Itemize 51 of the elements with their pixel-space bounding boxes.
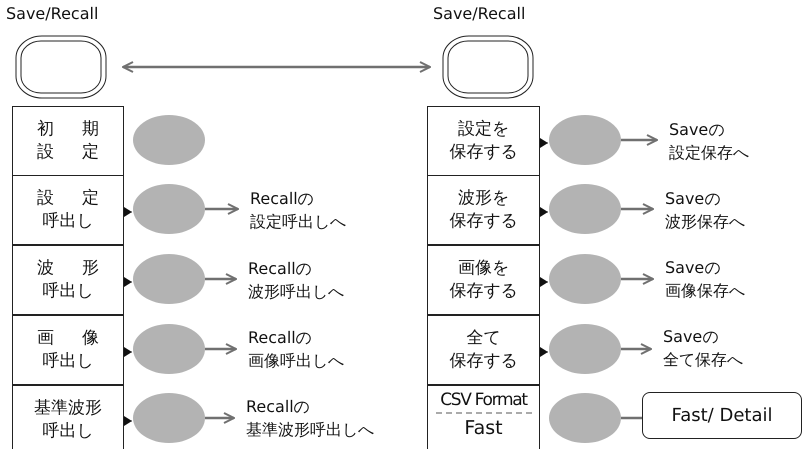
submenu-arrow [124,347,132,357]
menu-label: 画像呼出し [37,327,99,373]
menu-target-text: Recallの基準波形呼出しへ [246,395,416,441]
menu-target-text: Saveの画像保存へ [665,256,795,302]
option-box [642,392,802,439]
arrow [621,273,654,285]
submenu-arrow [124,207,132,217]
arrow [122,61,431,73]
menu-box [427,175,540,245]
arrow [621,134,658,146]
menu-label: 基準波形呼出し [34,397,102,443]
submenu-arrow [124,416,132,426]
menu-target-text: Saveの波形保存へ [665,187,795,233]
menu-box [427,106,540,176]
menu-label: 初期設定 [37,118,99,164]
arrow [205,412,235,424]
menu-label: 波形を保存する [450,187,518,233]
menu-target-text: Recallの設定呼出しへ [250,187,400,233]
arrow [621,203,654,215]
button-label: Save/Recall [433,4,526,23]
menu-target-text: Recallの波形呼出しへ [248,257,398,303]
submenu-arrow [540,347,548,357]
submenu-arrow [540,207,548,217]
menu-label: 画像を保存する [450,257,518,303]
menu-box [427,245,540,315]
menu-label: 全て保存する [450,327,518,373]
arrow [621,343,652,355]
button-label: Save/Recall [6,4,98,23]
menu-label: CSV Format [440,390,527,410]
submenu-arrow [540,138,548,148]
menu-box [12,245,124,315]
menu-box [12,106,124,176]
menu-label: 設定呼出し [37,187,99,233]
arrow [205,343,237,355]
menu-box [12,385,124,449]
menu-label: 波形呼出し [37,257,99,303]
menu-box [427,315,540,385]
option-label: Fast/ Detail [672,405,772,426]
connector-line [621,416,642,420]
menu-label: Fast [464,417,503,439]
menu-target-text: Saveの設定保存へ [669,118,799,164]
menu-target-text: Saveの全て保存へ [663,325,793,371]
menu-label: 設定を保存する [450,118,518,164]
arrow [205,273,237,285]
menu-target-text: Recallの画像呼出しへ [248,326,398,372]
menu-box [12,175,124,245]
menu-box [427,385,540,449]
arrow [205,203,239,215]
menu-box [12,315,124,385]
submenu-arrow [540,277,548,287]
submenu-arrow [124,277,132,287]
